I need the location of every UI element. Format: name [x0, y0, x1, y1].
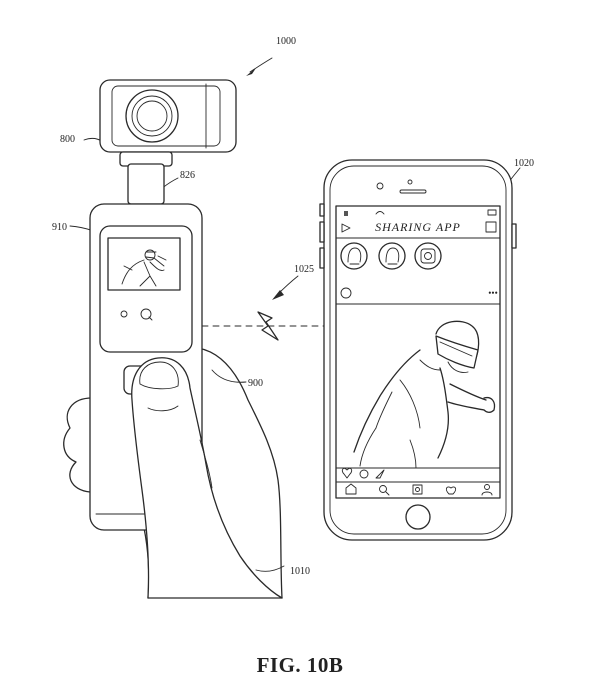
battery-icon: [487, 209, 497, 216]
front-camera-icon: [376, 182, 384, 190]
post-avatar[interactable]: [340, 287, 352, 299]
lightning-icon: [257, 311, 279, 341]
comment-icon[interactable]: [359, 469, 369, 479]
story-avatar[interactable]: [414, 242, 442, 270]
story-avatar[interactable]: [378, 242, 406, 270]
lens-icon: [125, 89, 179, 143]
ref-1025-leader: [272, 275, 299, 300]
share-icon[interactable]: [375, 469, 385, 479]
ref-label-826: 826: [180, 170, 195, 181]
ref-label-910: 910: [52, 222, 67, 233]
ref-1010-leader: [255, 565, 285, 572]
app-title: SHARING APP: [375, 220, 461, 234]
post-actions: [335, 467, 501, 483]
story-avatar[interactable]: [340, 242, 368, 270]
home-icon[interactable]: [345, 483, 357, 495]
phone-screen: [335, 205, 501, 499]
figure-caption: FIG. 10B: [257, 653, 344, 677]
post-header: •••: [335, 287, 501, 305]
thumb: [131, 357, 283, 599]
ref-label-900: 900: [248, 378, 263, 389]
camera-app-icon: [420, 248, 436, 264]
search-icon[interactable]: [379, 485, 387, 493]
gimbal-neck: [127, 163, 165, 205]
more-options-icon[interactable]: •••: [488, 288, 497, 298]
heart-icon[interactable]: [341, 467, 353, 479]
smartphone: SHARING APP •••: [319, 159, 517, 541]
ref-1000-leader: [246, 57, 273, 76]
profile-icon[interactable]: [484, 484, 490, 490]
home-button[interactable]: [405, 504, 431, 530]
device-display-bezel: [99, 225, 193, 353]
app-header: SHARING APP: [335, 220, 501, 239]
wifi-icon: [375, 211, 385, 215]
inbox-icon[interactable]: [485, 221, 497, 233]
ref-label-1000: 1000: [276, 36, 296, 47]
post-image: [335, 320, 501, 469]
stories-row: [340, 242, 442, 270]
ref-label-1020: 1020: [514, 158, 534, 169]
ref-label-800: 800: [60, 134, 75, 145]
ref-900-leader: [211, 369, 247, 383]
speaker-grille: [399, 189, 427, 194]
ref-label-1010: 1010: [290, 566, 310, 577]
heart-icon[interactable]: [445, 486, 457, 495]
wireless-link: [201, 311, 325, 341]
ref-label-1025: 1025: [294, 264, 314, 275]
status-bar: [344, 209, 497, 216]
phone-body: [323, 159, 513, 541]
camera-head: [99, 79, 237, 153]
camera-icon[interactable]: [341, 223, 351, 233]
camera-icon[interactable]: [412, 484, 423, 495]
bottom-nav: [345, 483, 493, 496]
display-snowboarder: [121, 249, 167, 287]
device-display-image: [107, 237, 181, 291]
